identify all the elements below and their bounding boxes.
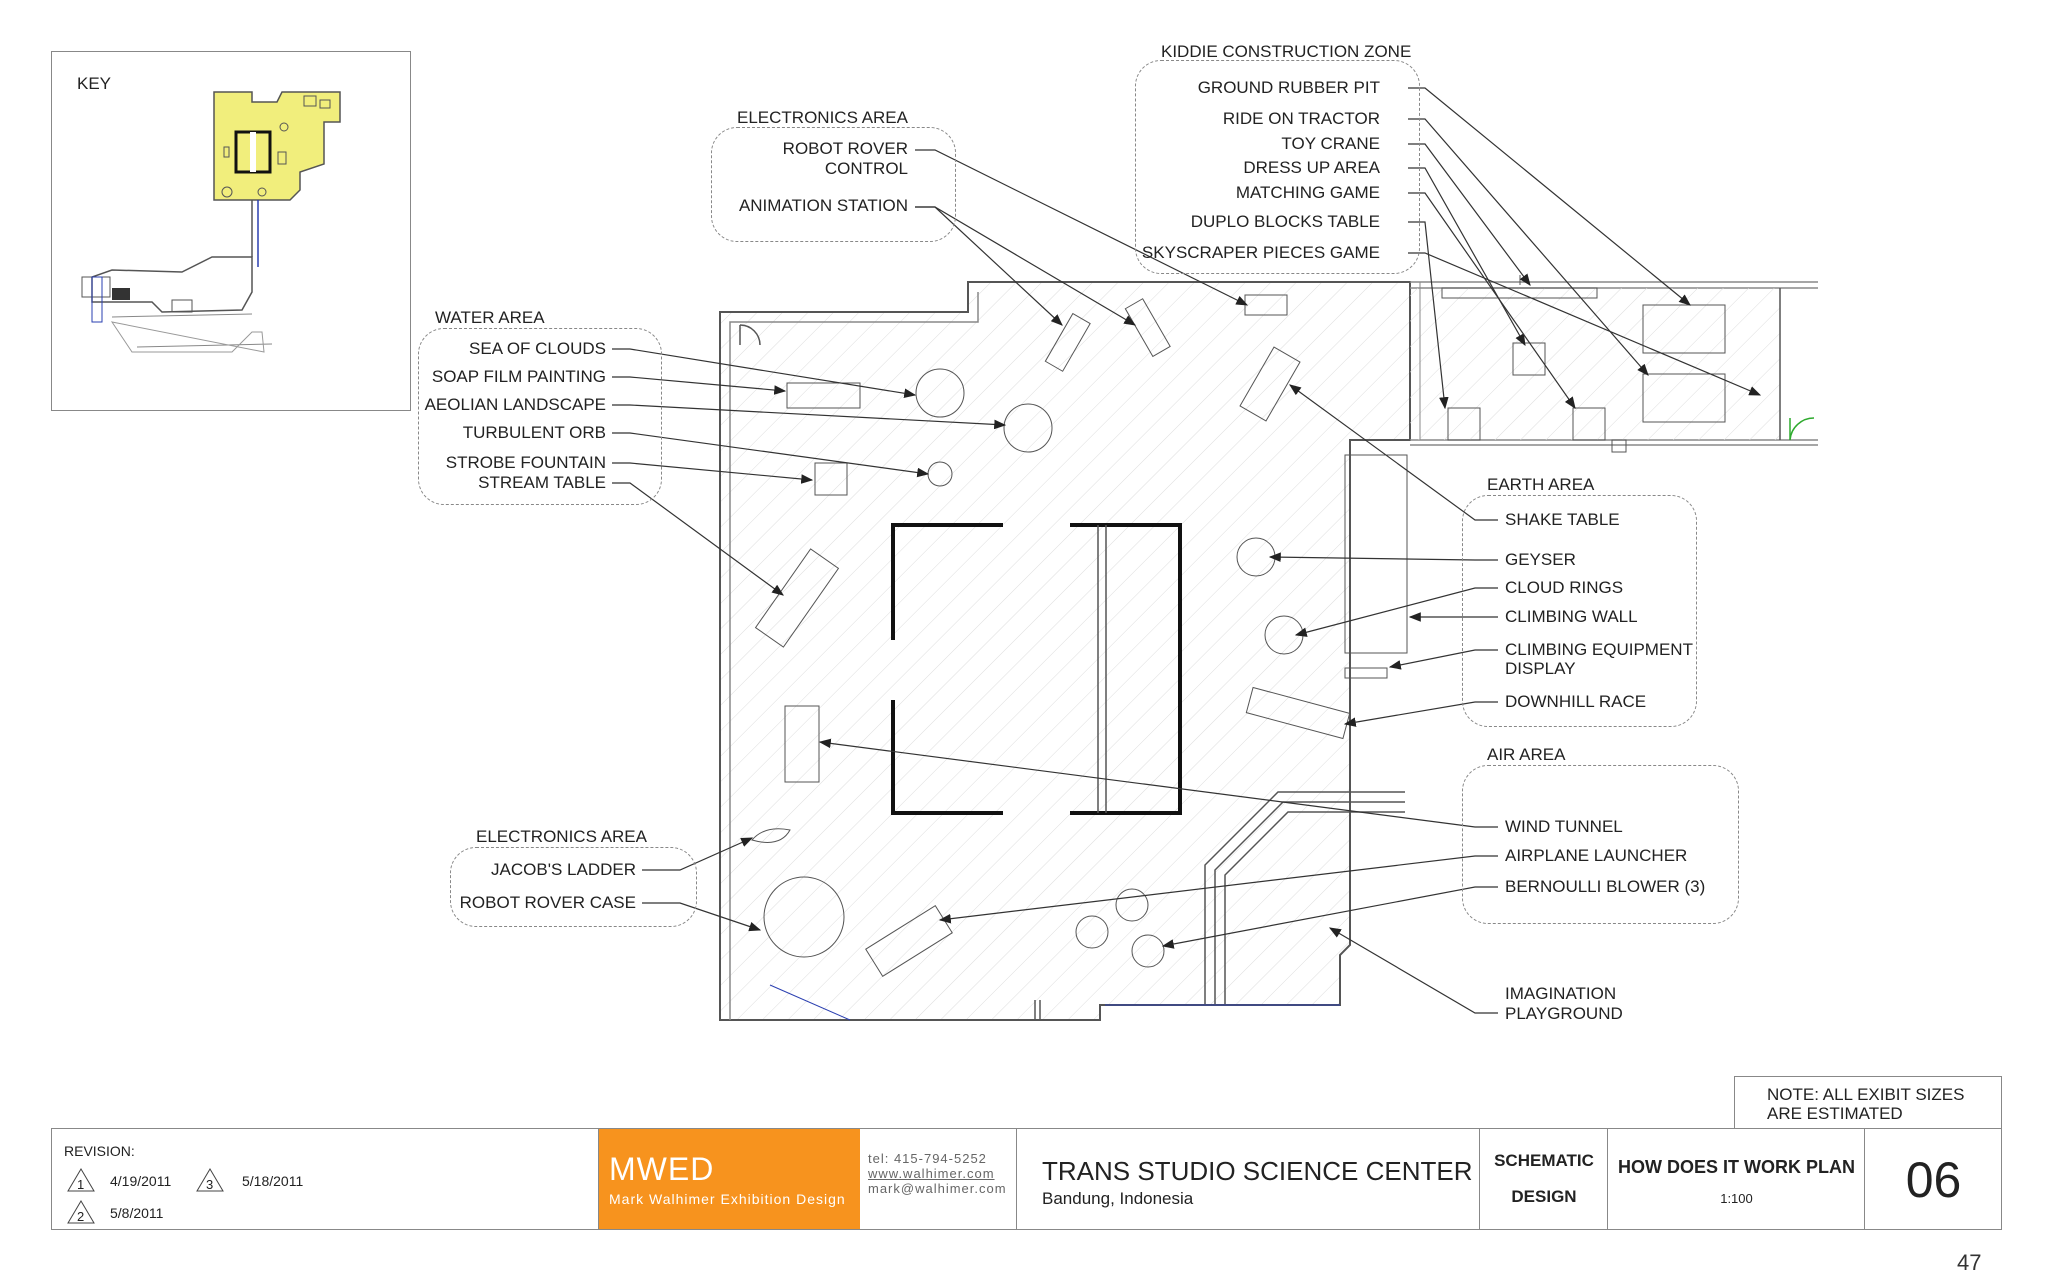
electronics-item: ROBOT ROVER bbox=[782, 139, 908, 158]
kiddie-item: TOY CRANE bbox=[1281, 134, 1380, 153]
water-item: SEA OF CLOUDS bbox=[469, 339, 606, 358]
revision-label: REVISION: bbox=[64, 1143, 135, 1159]
phase-line: SCHEMATIC bbox=[1494, 1151, 1594, 1170]
electronics-item: CONTROL bbox=[824, 159, 908, 178]
imagination-label: IMAGINATION bbox=[1505, 984, 1617, 1003]
earth-item: DOWNHILL RACE bbox=[1505, 692, 1647, 711]
sheet-scale: 1:100 bbox=[1720, 1191, 1753, 1206]
earth-item: CLIMBING WALL bbox=[1505, 607, 1638, 626]
title-block: REVISION: 1 4/19/2011 3 5/18/2011 2 5/8/… bbox=[51, 1128, 2002, 1230]
revision-date: 5/18/2011 bbox=[242, 1173, 304, 1189]
revision-triangle-icon bbox=[67, 1168, 95, 1192]
project-name: TRANS STUDIO SCIENCE CENTER bbox=[1042, 1156, 1473, 1186]
electronics-top-title: ELECTRONICS AREA bbox=[737, 108, 908, 127]
phase-block: SCHEMATIC DESIGN bbox=[1479, 1129, 1607, 1229]
sheet-title: HOW DOES IT WORK PLAN bbox=[1618, 1157, 1855, 1177]
sheet-title-block: HOW DOES IT WORK PLAN 1:100 bbox=[1607, 1129, 1864, 1229]
note-line: NOTE: ALL EXIBIT SIZES bbox=[1767, 1085, 1965, 1104]
page-number: 47 bbox=[1957, 1250, 1982, 1275]
sizes-note: NOTE: ALL EXIBIT SIZES ARE ESTIMATED bbox=[1734, 1076, 2002, 1129]
key-minimap bbox=[81, 91, 341, 353]
air-item: BERNOULLI BLOWER (3) bbox=[1505, 877, 1706, 896]
tel: tel: 415-794-5252 bbox=[868, 1151, 987, 1166]
key-label: KEY bbox=[77, 74, 112, 93]
electronics-bottom-title: ELECTRONICS AREA bbox=[476, 827, 647, 846]
air-item: AIRPLANE LAUNCHER bbox=[1505, 846, 1688, 865]
kiddie-item: MATCHING GAME bbox=[1235, 183, 1380, 202]
kiddie-zone-title: KIDDIE CONSTRUCTION ZONE bbox=[1161, 42, 1412, 61]
electronics-bottom-item: ROBOT ROVER CASE bbox=[459, 893, 636, 912]
water-item: STROBE FOUNTAIN bbox=[445, 453, 606, 472]
project-location: Bandung, Indonesia bbox=[1042, 1189, 1194, 1208]
firm-name: Mark Walhimer Exhibition Design bbox=[609, 1191, 846, 1207]
earth-item: DISPLAY bbox=[1505, 659, 1576, 678]
earth-area-box bbox=[1462, 495, 1697, 727]
firm-abbr: MWED bbox=[609, 1151, 715, 1187]
project-block: TRANS STUDIO SCIENCE CENTER Bandung, Ind… bbox=[1016, 1129, 1479, 1229]
key-plan-inset: KEY bbox=[51, 51, 411, 411]
earth-area-title: EARTH AREA bbox=[1487, 475, 1595, 494]
water-item: SOAP FILM PAINTING bbox=[431, 367, 606, 386]
kiddie-item: RIDE ON TRACTOR bbox=[1222, 109, 1380, 128]
revision-number: 2 bbox=[77, 1209, 85, 1224]
earth-item: GEYSER bbox=[1505, 550, 1576, 569]
kiddie-item: DRESS UP AREA bbox=[1243, 158, 1380, 177]
kiddie-item: SKYSCRAPER PIECES GAME bbox=[1141, 243, 1380, 262]
revision-date: 5/8/2011 bbox=[110, 1205, 164, 1221]
sheet-number: 06 bbox=[1905, 1152, 1962, 1208]
electronics-bottom-box bbox=[450, 847, 697, 927]
contact-block: tel: 415-794-5252 www.walhimer.com mark@… bbox=[860, 1129, 1016, 1229]
website-link[interactable]: www.walhimer.com bbox=[868, 1166, 995, 1181]
phase-line: DESIGN bbox=[1511, 1187, 1577, 1206]
email: mark@walhimer.com bbox=[868, 1181, 1007, 1196]
kiddie-item: DUPLO BLOCKS TABLE bbox=[1190, 212, 1380, 231]
earth-item: CLOUD RINGS bbox=[1505, 578, 1624, 597]
earth-item: SHAKE TABLE bbox=[1505, 510, 1620, 529]
main-room-outline bbox=[719, 281, 1411, 1021]
air-area-title: AIR AREA bbox=[1487, 745, 1566, 764]
water-item: STREAM TABLE bbox=[478, 473, 606, 492]
electronics-bottom-item: JACOB'S LADDER bbox=[491, 860, 636, 879]
water-item: AEOLIAN LANDSCAPE bbox=[424, 395, 606, 414]
revision-date: 4/19/2011 bbox=[110, 1173, 172, 1189]
earth-item: CLIMBING EQUIPMENT bbox=[1505, 640, 1693, 659]
air-area-box bbox=[1462, 765, 1739, 924]
kiddie-item: GROUND RUBBER PIT bbox=[1197, 78, 1380, 97]
revision-triangle-icon bbox=[67, 1200, 95, 1224]
water-item: TURBULENT ORB bbox=[462, 423, 606, 442]
revision-number: 3 bbox=[206, 1177, 214, 1192]
water-area-box bbox=[418, 328, 662, 505]
water-area-title: WATER AREA bbox=[435, 308, 545, 327]
note-line: ARE ESTIMATED bbox=[1767, 1104, 1903, 1123]
electronics-item: ANIMATION STATION bbox=[738, 196, 908, 215]
imagination-label: PLAYGROUND bbox=[1505, 1004, 1623, 1023]
sheet-number-block: 06 bbox=[1864, 1129, 2001, 1229]
electronics-top-box bbox=[711, 127, 956, 242]
kiddie-zone-box bbox=[1135, 60, 1420, 274]
air-item: WIND TUNNEL bbox=[1505, 817, 1623, 836]
revision-number: 1 bbox=[77, 1177, 85, 1192]
brand-block: MWED Mark Walhimer Exhibition Design bbox=[598, 1129, 860, 1229]
revision-triangle-icon bbox=[196, 1168, 224, 1192]
